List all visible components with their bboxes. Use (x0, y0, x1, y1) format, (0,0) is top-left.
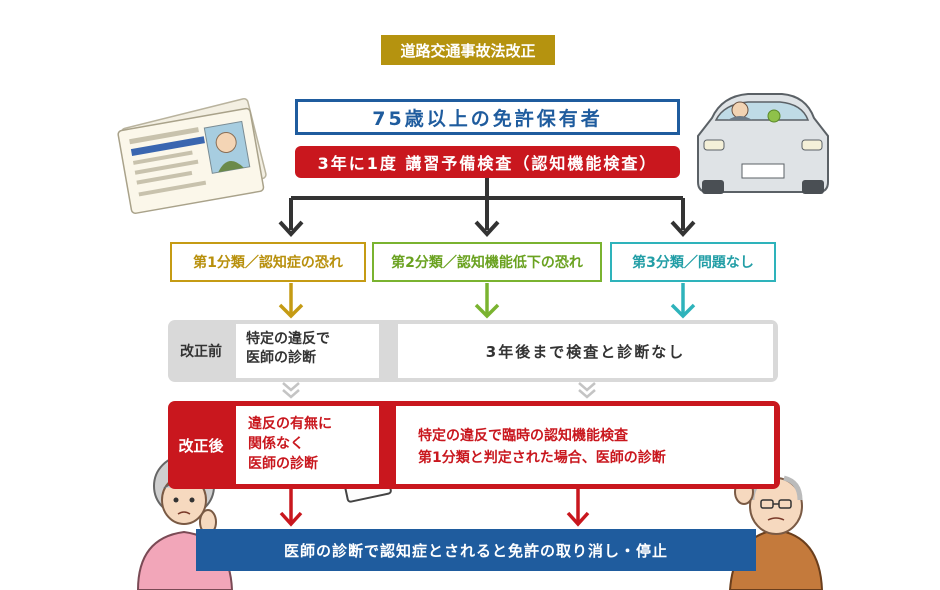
target-box: 75歳以上の免許保有者 (295, 99, 680, 135)
result-bar: 医師の診断で認知症とされると免許の取り消し・停止 (196, 529, 756, 571)
category-1-box: 第1分類／認知症の恐れ (170, 242, 366, 282)
car-illustration (697, 93, 829, 194)
category-arrows (278, 283, 696, 319)
after-category-1-text: 違反の有無に 関係なく 医師の診断 (236, 406, 379, 484)
license-card-illustration (117, 97, 267, 215)
after-other-categories-text: 特定の違反で臨時の認知機能検査 第1分類と判定された場合、医師の診断 (396, 406, 774, 484)
before-label: 改正前 (180, 344, 222, 360)
result-arrows (279, 489, 590, 527)
double-chevron-icons (282, 382, 596, 399)
category-3-box: 第3分類／問題なし (610, 242, 776, 282)
branch-connector (278, 178, 696, 237)
title-badge: 道路交通事故法改正 (381, 35, 555, 65)
before-line-2: 医師の診断 (246, 350, 316, 366)
category-2-box: 第2分類／認知機能低下の恐れ (372, 242, 602, 282)
before-other-categories-text: 3年後まで検査と診断なし (398, 324, 773, 378)
after-right-line-1: 特定の違反で臨時の認知機能検査 (418, 428, 628, 444)
after-left-line-3: 医師の診断 (248, 456, 318, 472)
after-left-line-1: 違反の有無に (248, 416, 332, 432)
after-right-line-2: 第1分類と判定された場合、医師の診断 (418, 450, 666, 466)
exam-box: 3年に1度 講習予備検査（認知機能検査） (295, 146, 680, 178)
before-category-1-text: 特定の違反で 医師の診断 (236, 324, 379, 378)
after-left-line-2: 関係なく (248, 436, 304, 452)
after-label: 改正後 (178, 436, 224, 455)
before-line-1: 特定の違反で (246, 331, 330, 347)
